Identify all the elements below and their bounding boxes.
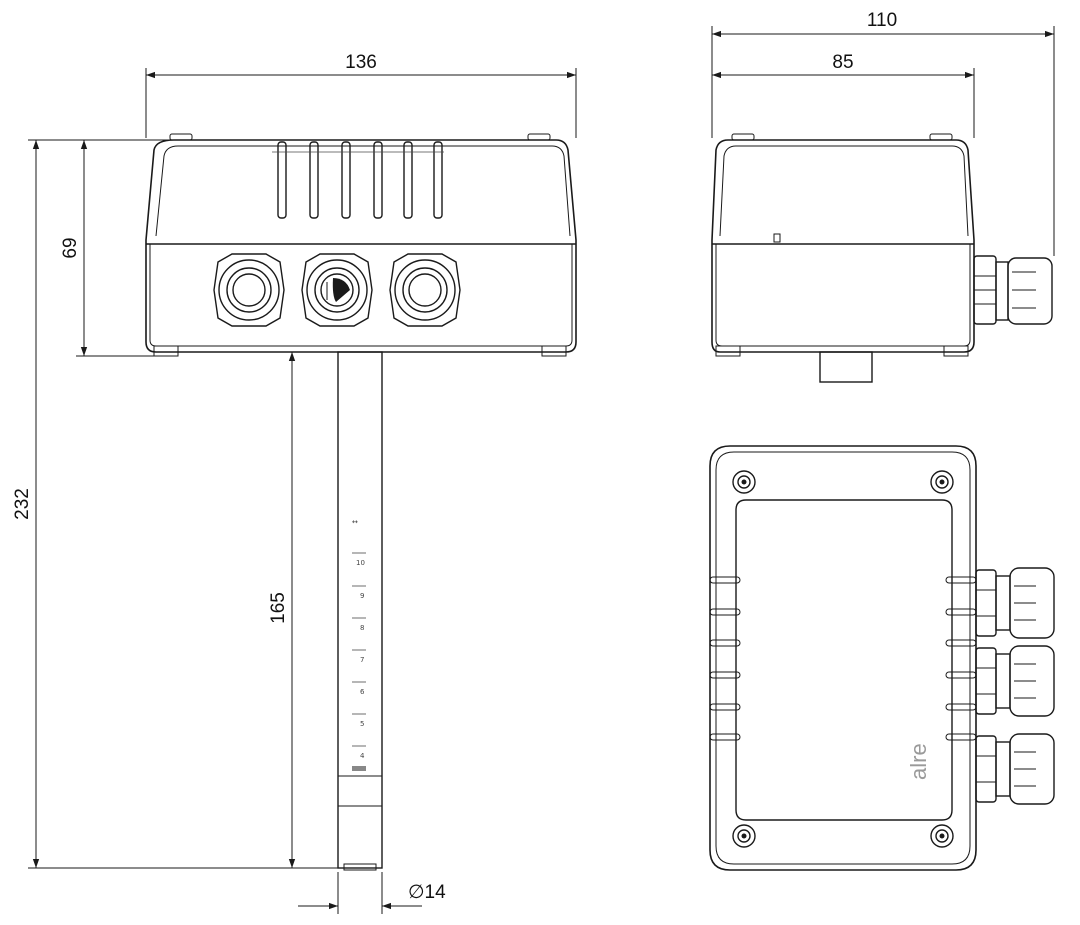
side-view: 110 85 [711,10,1055,383]
screw-bottom-right-icon [930,824,954,848]
gland-knob-icon [332,278,350,302]
dim-label-69: 69 [60,237,81,258]
front-foot-left [153,345,179,357]
dim-total-height: 232 [12,139,340,869]
dim-front-width: 136 [145,52,577,138]
dim-label-165: 165 [268,592,289,624]
vent-slots [272,141,444,219]
dim-housing-height: 69 [60,139,172,357]
scale-mark-7: 7 [360,656,364,664]
knockouts-left [709,576,741,741]
side-probe-stub [819,351,873,383]
front-housing [145,133,577,357]
side-housing [711,133,975,383]
dim-probe-diameter: ∅14 [298,872,446,914]
dim-label-136: 136 [345,52,377,73]
dim-label-110: 110 [867,10,897,31]
dim-side-total: 110 [711,10,1055,256]
front-cap-right [527,133,551,141]
front-cap-left [169,133,193,141]
dim-label-232: 232 [12,488,33,520]
brand-logo: alre [906,743,931,780]
dim-side-housing: 85 [712,52,975,138]
screw-top-left-icon [732,470,756,494]
led-indicator [773,233,781,243]
side-cable-gland [973,255,1053,325]
probe-arrow-icon: ↔ [352,518,358,526]
scale-mark-6: 6 [360,688,365,696]
screw-bottom-left-icon [732,824,756,848]
front-view: ↔ 10 9 8 7 6 5 4 136 [12,52,577,914]
front-foot-right [541,345,567,357]
dim-label-85: 85 [832,52,853,73]
dim-label-diameter: ∅14 [408,882,446,903]
scale-mark-10: 10 [356,559,365,567]
scale-mark-4: 4 [360,752,365,760]
scale-mark-5: 5 [360,720,364,728]
dim-probe-length: 165 [268,351,338,868]
cable-gland-right [389,253,461,327]
top-cable-gland-2 [975,645,1055,717]
top-cable-gland-3 [975,733,1055,805]
cable-gland-center [301,253,373,327]
screw-top-right-icon [930,470,954,494]
scale-mark-9: 9 [360,592,364,600]
top-cable-gland-1 [975,567,1055,639]
scale-mark-8: 8 [360,624,364,632]
cable-gland-left [213,253,285,327]
top-housing: alre [709,445,977,871]
probe-scale: ↔ 10 9 8 7 6 5 4 [352,518,366,771]
probe: ↔ 10 9 8 7 6 5 4 [337,351,383,871]
top-view: alre [709,445,1055,871]
